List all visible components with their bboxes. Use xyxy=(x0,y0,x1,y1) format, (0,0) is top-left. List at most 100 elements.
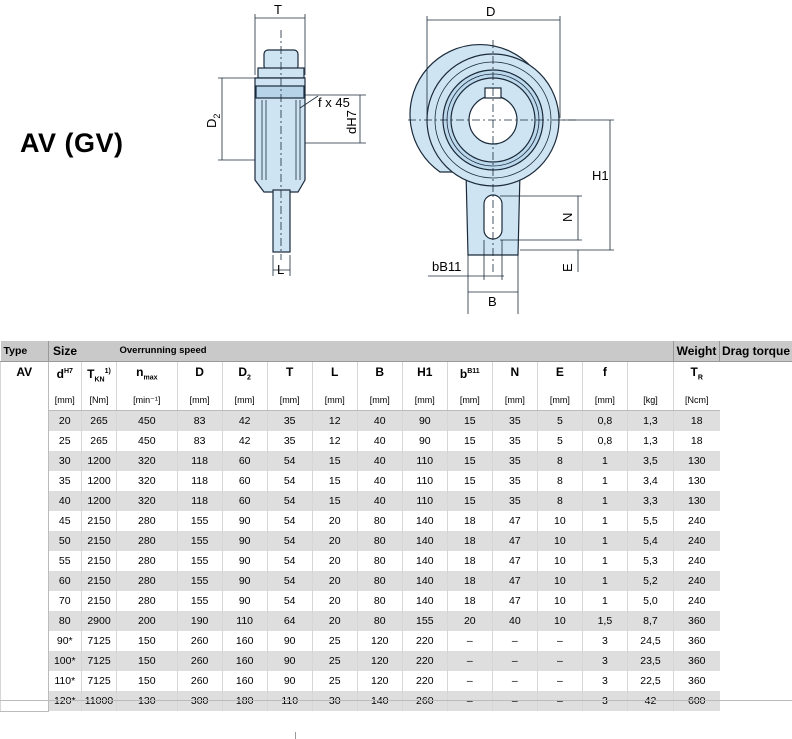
table-cell: 15 xyxy=(446,451,493,472)
table-cell: 47 xyxy=(491,531,538,552)
column-symbol: D2 xyxy=(221,361,268,391)
table-cell: 155 xyxy=(176,551,223,572)
column-symbol-text: T xyxy=(690,365,698,379)
column-symbol: f xyxy=(581,361,628,391)
table-cell: – xyxy=(536,631,583,652)
table-cell: 15 xyxy=(311,491,358,512)
table-cell: 130 xyxy=(673,451,720,472)
dim-label-dH7: dH7 xyxy=(344,110,359,134)
table-cell: 90 xyxy=(221,531,268,552)
table-cell: 1 xyxy=(581,511,628,532)
table-cell: 22,5 xyxy=(626,671,674,692)
column-symbol-sub: KN xyxy=(94,376,105,384)
table-cell: 118 xyxy=(176,471,223,492)
table-cell: 280 xyxy=(116,591,178,612)
column-symbol: L xyxy=(311,361,358,391)
dim-label-bB11: bB11 xyxy=(432,259,461,274)
table-cell: 2150 xyxy=(81,531,117,552)
table-cell: 35 xyxy=(266,410,313,432)
column-symbol: dH7 xyxy=(47,361,82,391)
table-cell: 47 xyxy=(491,551,538,572)
table-cell: 120* xyxy=(47,691,82,712)
column-symbol-sub: 2 xyxy=(247,374,251,382)
column-symbol-text: b xyxy=(459,367,468,381)
table-cell: 54 xyxy=(266,591,313,612)
table-cell: 15 xyxy=(446,471,493,492)
table-cell: 280 xyxy=(116,531,178,552)
table-cell: 118 xyxy=(176,491,223,512)
table-cell: 190 xyxy=(176,611,223,632)
table-cell: 35 xyxy=(491,471,538,492)
table-cell: 280 xyxy=(116,551,178,572)
table-cell: 80 xyxy=(47,611,82,632)
table-cell: 35 xyxy=(491,451,538,472)
side-view xyxy=(254,49,306,253)
column-symbol: E xyxy=(536,361,583,391)
table-cell: 3,4 xyxy=(626,471,674,492)
table-cell: 320 xyxy=(116,491,178,512)
table-cell: 42 xyxy=(221,410,268,432)
table-cell: 1 xyxy=(581,571,628,592)
table-cell: 80 xyxy=(356,591,403,612)
table-cell: 10 xyxy=(536,511,583,532)
table-cell: 47 xyxy=(491,591,538,612)
column-symbol: nmax xyxy=(116,361,178,391)
table-cell: 10 xyxy=(536,611,583,632)
table-cell: 54 xyxy=(266,551,313,572)
table-cell: 5,3 xyxy=(626,551,674,572)
table-cell: 240 xyxy=(673,591,720,612)
table-cell: 30 xyxy=(47,451,82,472)
column-symbol: TKN1) xyxy=(81,361,117,391)
table-cell: 90 xyxy=(266,671,313,692)
header-size: Size xyxy=(47,341,82,362)
table-cell: 8,7 xyxy=(626,611,674,632)
column-symbol xyxy=(626,361,674,391)
column-symbol-text: n xyxy=(136,365,144,379)
table-cell: – xyxy=(446,671,493,692)
table-cell: 150 xyxy=(116,671,178,692)
table-cell: 40 xyxy=(356,410,403,432)
table-cell: 1,5 xyxy=(581,611,628,632)
table-cell: 3,3 xyxy=(626,491,674,512)
table-cell: 10 xyxy=(536,531,583,552)
table-cell: 15 xyxy=(446,410,493,432)
table-cell: 90 xyxy=(221,571,268,592)
table-cell: 90 xyxy=(266,651,313,672)
table-cell: 110 xyxy=(266,691,313,712)
table-cell: 3 xyxy=(581,631,628,652)
column-symbol-text: D xyxy=(195,365,204,379)
column-unit: [mm] xyxy=(356,390,403,412)
column-symbol-text: T xyxy=(87,367,95,381)
table-cell: 120 xyxy=(356,631,403,652)
table-cell: 360 xyxy=(673,611,720,632)
table-cell: 1200 xyxy=(81,491,117,512)
table-cell: 20 xyxy=(446,611,493,632)
table-cell: 2900 xyxy=(81,611,117,632)
table-cell: 360 xyxy=(673,671,720,692)
table-cell: 20 xyxy=(311,511,358,532)
table-cell: 0,8 xyxy=(581,410,628,432)
column-unit: [mm] xyxy=(536,390,583,412)
table-cell: 50 xyxy=(47,531,82,552)
table-cell: 260 xyxy=(176,631,223,652)
header-drag-torque: Drag torque xyxy=(719,341,792,362)
table-cell: 5 xyxy=(536,431,583,452)
product-title: AV (GV) xyxy=(20,128,124,158)
table-cell: 260 xyxy=(401,691,448,712)
table-cell: – xyxy=(446,631,493,652)
table-cell: 80 xyxy=(356,611,403,632)
table-cell: 1 xyxy=(581,531,628,552)
table-cell: 90* xyxy=(47,631,82,652)
dim-label-E: E xyxy=(560,263,575,272)
column-unit: [mm] xyxy=(311,390,358,412)
table-cell: 90 xyxy=(221,551,268,572)
column-symbol-text: N xyxy=(510,365,520,379)
table-cell: 18 xyxy=(673,431,720,452)
table-cell: 220 xyxy=(401,671,448,692)
table-cell: 1,3 xyxy=(626,410,674,432)
